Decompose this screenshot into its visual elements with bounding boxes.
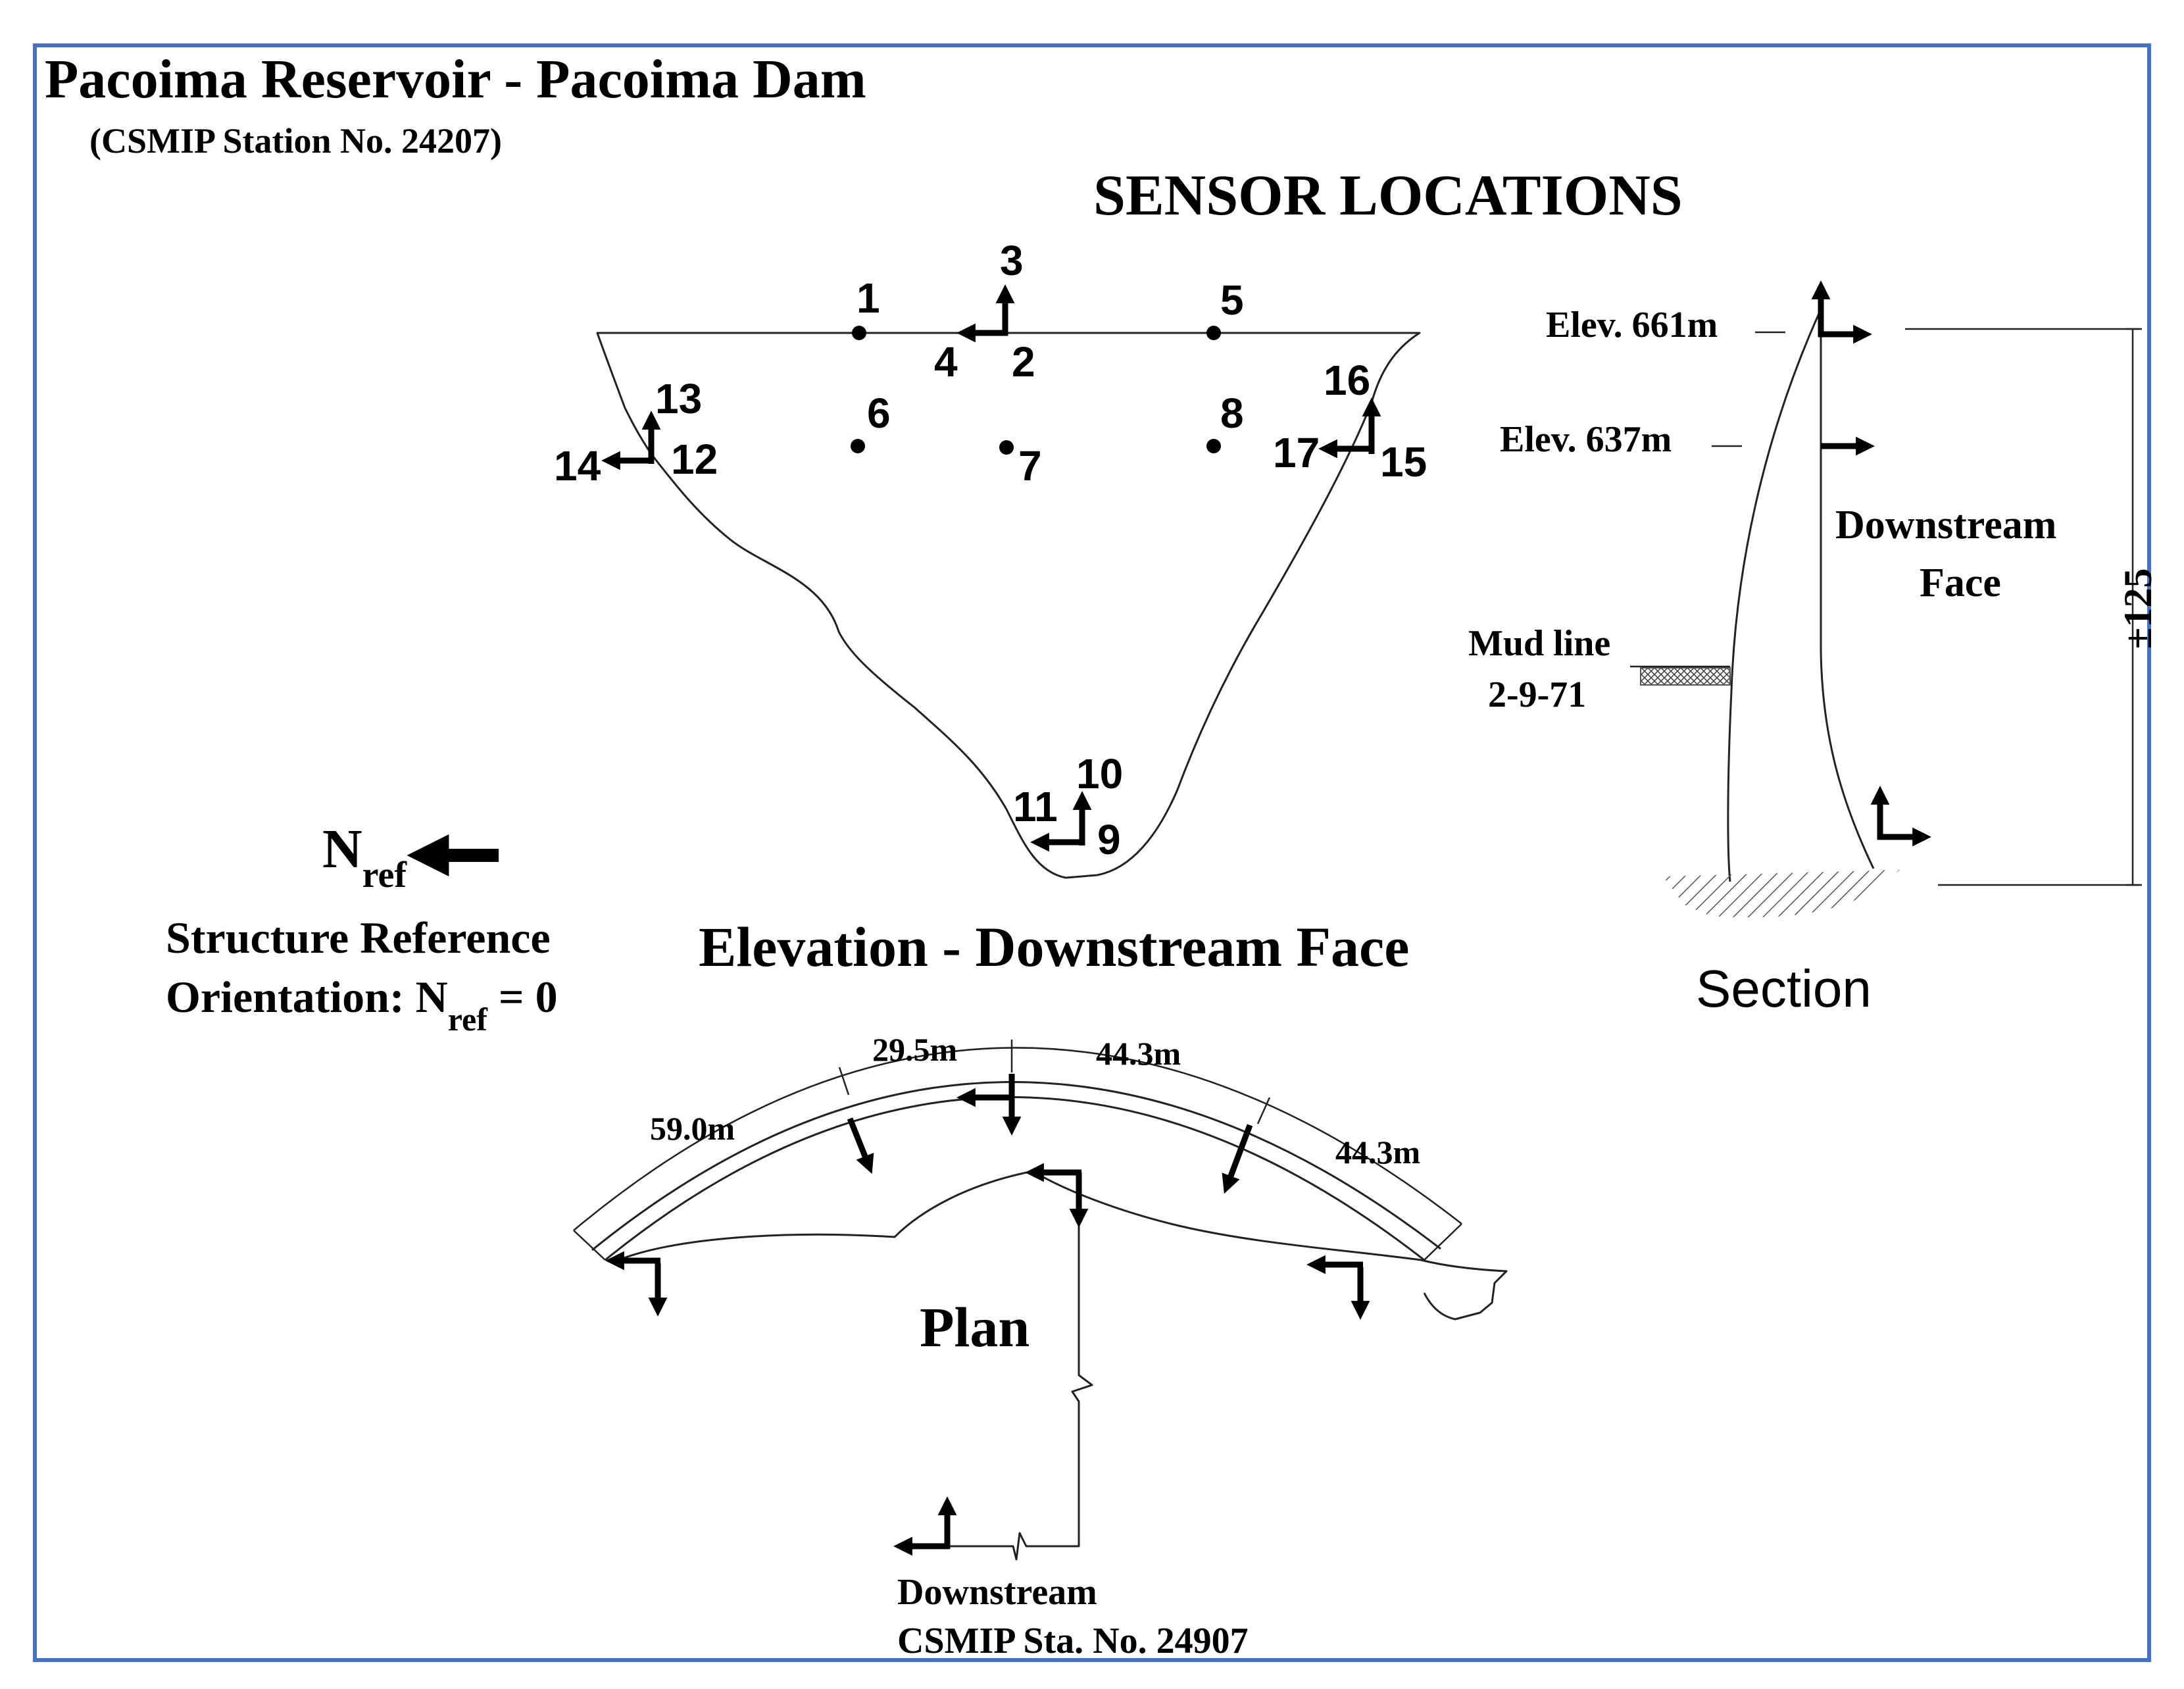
sensor-label-6: 6	[867, 390, 891, 437]
sensor-label-11: 11	[1013, 783, 1058, 830]
mud-line-label-1: Mud line	[1468, 623, 1610, 664]
dim-tick-3	[1256, 1097, 1271, 1124]
plan-contour	[618, 1170, 1508, 1321]
sensor-locations-heading: SENSOR LOCATIONS	[1093, 164, 1683, 228]
elev-661-label: Elev. 661m	[1546, 305, 1718, 345]
page-title: Pacoima Reservoir - Pacoima Dam	[45, 49, 866, 110]
plan-reference-line	[947, 1178, 1093, 1561]
dim-tick-1	[838, 1067, 850, 1096]
plan-right-radial-arrow	[1222, 1124, 1253, 1194]
height-dimension-label: ±125	[2116, 568, 2160, 649]
plan-right-end	[1424, 1223, 1462, 1261]
n-ref-sub: ref	[362, 855, 408, 895]
plan-caption: Plan	[920, 1296, 1030, 1359]
sensor-label-4: 4	[934, 338, 958, 386]
sensor-5-dot	[1206, 326, 1221, 340]
sensor-label-14: 14	[554, 442, 601, 490]
sensor-label-12: 12	[671, 436, 718, 483]
sensor-label-10: 10	[1076, 750, 1123, 797]
plan-view: 59.0m 29.5m 44.3m 44.3m Plan Downstream …	[573, 1031, 1508, 1661]
dim-29-label: 29.5m	[872, 1031, 957, 1068]
sensor-label-1: 1	[856, 274, 880, 322]
orientation-sub: ref	[448, 1001, 488, 1038]
downstream-face-label-2: Face	[1920, 561, 2001, 605]
downstream-face-label-1: Downstream	[1835, 503, 2056, 547]
elev-637-label: Elev. 637m	[1500, 419, 1672, 460]
sensor-label-9: 9	[1097, 816, 1121, 863]
elevation-caption: Elevation - Downstream Face	[699, 915, 1409, 978]
downstream-station-line1: Downstream	[897, 1572, 1097, 1613]
sensor-label-3: 3	[1000, 237, 1024, 284]
sensor-1-dot	[852, 326, 866, 340]
dim-44a-label: 44.3m	[1096, 1035, 1181, 1072]
mud-line-label-2: 2-9-71	[1488, 674, 1586, 715]
plan-left-radial-arrow	[847, 1117, 874, 1174]
mud-line-mark	[1640, 667, 1731, 686]
dim-44b-label: 44.3m	[1335, 1134, 1420, 1171]
figure-frame	[33, 43, 2151, 1662]
structure-reference-line1: Structure Reference	[166, 913, 551, 963]
structure-reference-line2: Orientation: Nref = 0	[166, 972, 558, 1038]
dam-elevation-outline	[596, 332, 1421, 879]
sensor-label-17: 17	[1273, 429, 1320, 476]
orientation-suffix: = 0	[487, 972, 558, 1022]
sensor-label-8: 8	[1220, 390, 1244, 437]
sensor-label-2: 2	[1012, 338, 1035, 386]
reference-orientation: Nref Structure Reference Orientation: Nr…	[166, 819, 558, 1038]
n-ref-main: N	[322, 819, 362, 880]
plan-dam-upstream	[591, 1081, 1441, 1251]
elevation-view: 1 2 3 4 5 6 7 8 9 10 11 12 13 14 15 16 1…	[554, 237, 1427, 978]
section-caption: Section	[1696, 959, 1872, 1018]
orientation-prefix: Orientation: N	[166, 972, 448, 1022]
sensor-label-15: 15	[1380, 438, 1427, 486]
sensor-label-13: 13	[655, 375, 702, 422]
dim-59-label: 59.0m	[650, 1110, 735, 1147]
sensor-label-7: 7	[1018, 442, 1042, 490]
sensor-7-dot	[999, 440, 1014, 455]
section-downstream-face	[1820, 309, 1875, 869]
section-foundation	[1663, 870, 1900, 918]
sensor-label-5: 5	[1220, 276, 1244, 324]
plan-left-end	[573, 1230, 606, 1261]
n-ref-label: Nref	[322, 819, 407, 895]
sensor-8-dot	[1206, 439, 1221, 453]
section-view: Elev. 661m Elev. 637m Downstream Face Mu…	[1468, 280, 2160, 1018]
downstream-station-line2: CSMIP Sta. No. 24907	[897, 1621, 1249, 1661]
section-upstream-face	[1727, 309, 1822, 882]
sensor-label-16: 16	[1324, 357, 1370, 404]
station-number: (CSMIP Station No. 24207)	[89, 121, 502, 161]
sensor-6-dot	[851, 439, 865, 453]
